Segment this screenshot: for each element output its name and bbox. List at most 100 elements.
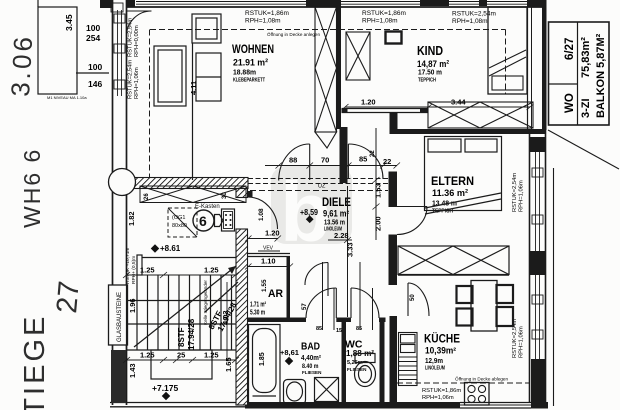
- svg-text:8.40 m: 8.40 m: [302, 363, 319, 370]
- svg-text:100: 100: [86, 23, 100, 33]
- svg-text:LINOLEUM: LINOLEUM: [425, 366, 445, 372]
- svg-text:DIELE: DIELE: [322, 197, 351, 209]
- svg-text:RPH+ (0,5)m: RPH+ (0,5)m: [131, 256, 137, 284]
- svg-text:+8.61: +8.61: [160, 244, 181, 253]
- svg-text:4,40m²: 4,40m²: [301, 353, 321, 362]
- svg-text:b: b: [280, 165, 331, 259]
- svg-text:RPH=0,00m: RPH=0,00m: [134, 25, 140, 57]
- svg-text:4.11: 4.11: [189, 81, 198, 95]
- svg-text:85: 85: [316, 326, 322, 332]
- svg-text:WH6 6: WH6 6: [19, 148, 45, 228]
- svg-text:RSTUK +10,71m: RSTUK +10,71m: [125, 248, 131, 284]
- svg-text:Öffnung in Decke ablegen: Öffnung in Decke ablegen: [455, 376, 508, 382]
- svg-text:Öffnung in Decke anlegen: Öffnung in Decke anlegen: [267, 31, 320, 37]
- svg-text:5.30 m: 5.30 m: [250, 310, 265, 317]
- svg-text:27: 27: [51, 280, 86, 315]
- svg-text:2.00: 2.00: [374, 216, 383, 231]
- svg-text:FLIESEN: FLIESEN: [302, 370, 322, 375]
- svg-text:KLEBEPARKETT: KLEBEPARKETT: [233, 78, 265, 84]
- svg-text:1.43: 1.43: [128, 363, 137, 378]
- svg-text:17.50 m: 17.50 m: [418, 70, 442, 77]
- svg-text:1.55: 1.55: [261, 279, 268, 292]
- svg-text:WC: WC: [345, 339, 363, 351]
- svg-text:3-ZI: 3-ZI: [580, 98, 592, 118]
- svg-text:3.33: 3.33: [346, 242, 355, 257]
- svg-text:+7.175: +7.175: [152, 383, 179, 393]
- svg-text:88: 88: [289, 156, 297, 165]
- svg-text:1.20: 1.20: [361, 98, 376, 107]
- svg-text:2.28: 2.28: [334, 231, 349, 240]
- svg-text:15: 15: [336, 328, 342, 334]
- svg-text:TEPPICH: TEPPICH: [432, 209, 453, 215]
- svg-text:M1 NIVEAU MA 1.10a: M1 NIVEAU MA 1.10a: [47, 95, 87, 100]
- svg-text:RPH=1,08m: RPH=1,08m: [362, 18, 398, 25]
- svg-text:21.91 m²: 21.91 m²: [233, 58, 268, 69]
- svg-text:8STF: 8STF: [177, 327, 186, 347]
- svg-text:9,61 m²: 9,61 m²: [323, 209, 349, 219]
- svg-text:ÜZ: ÜZ: [318, 183, 326, 190]
- svg-text:FLIESEN: FLIESEN: [347, 367, 367, 372]
- svg-text:26: 26: [144, 193, 150, 200]
- svg-text:1.25: 1.25: [204, 351, 219, 360]
- svg-text:3.45: 3.45: [64, 14, 74, 31]
- svg-text:BAD: BAD: [301, 342, 320, 353]
- svg-text:RSTUK=1,86m: RSTUK=1,86m: [422, 388, 461, 394]
- svg-text:80x80: 80x80: [172, 223, 187, 229]
- svg-text:VEV: VEV: [263, 246, 274, 252]
- svg-text:WOHNEN: WOHNEN: [232, 42, 274, 56]
- svg-text:1.08: 1.08: [258, 208, 265, 221]
- svg-text:RPH=1,08m: RPH=1,08m: [245, 18, 281, 25]
- svg-text:GLASBAUSTEINE: GLASBAUSTEINE: [117, 292, 123, 342]
- svg-text:70: 70: [321, 156, 329, 165]
- svg-text:100: 100: [88, 62, 102, 72]
- svg-text:WO: WO: [564, 93, 576, 113]
- svg-text:AR: AR: [268, 288, 283, 300]
- svg-text:22: 22: [370, 150, 376, 157]
- svg-text:RPH=1,08m: RPH=1,08m: [452, 18, 488, 25]
- svg-text:22: 22: [383, 157, 391, 166]
- svg-text:14,87 m²: 14,87 m²: [417, 59, 449, 70]
- svg-text:RSTUK=2,54m: RSTUK=2,54m: [128, 60, 134, 99]
- svg-text:11.36 m²: 11.36 m²: [432, 188, 468, 199]
- svg-text:254: 254: [86, 33, 100, 43]
- svg-text:17.94/28: 17.94/28: [187, 318, 196, 350]
- svg-text:18.88m: 18.88m: [233, 70, 256, 77]
- svg-text:ELTERN: ELTERN: [431, 174, 474, 188]
- svg-text:BALKON 5,87M²: BALKON 5,87M²: [595, 33, 607, 118]
- svg-text:1.71 m²: 1.71 m²: [250, 302, 266, 309]
- svg-text:1.25: 1.25: [140, 266, 155, 275]
- svg-text:1.65: 1.65: [224, 357, 233, 372]
- svg-text:1.10: 1.10: [261, 257, 276, 266]
- svg-text:RSTUK=1,86m: RSTUK=1,86m: [245, 10, 289, 17]
- svg-text:E-Kasten: E-Kasten: [195, 204, 220, 210]
- svg-text:57: 57: [302, 303, 308, 310]
- svg-text:+8,61: +8,61: [280, 348, 299, 357]
- svg-text:RSTUK=2,54m: RSTUK=2,54m: [128, 18, 134, 57]
- svg-text:Kelle Stiegengeländer: Kelle Stiegengeländer: [203, 280, 208, 325]
- svg-text:1.85: 1.85: [259, 352, 266, 366]
- svg-text:+8,59: +8,59: [300, 208, 318, 217]
- svg-text:1.82: 1.82: [127, 211, 136, 226]
- svg-text:RPH=1,06m: RPH=1,06m: [519, 180, 525, 212]
- svg-text:RPH=1,06m: RPH=1,06m: [519, 326, 525, 358]
- svg-text:13.48 m: 13.48 m: [432, 199, 457, 208]
- svg-text:6/27: 6/27: [564, 38, 576, 60]
- svg-text:146: 146: [88, 79, 102, 89]
- svg-text:TEPPICH: TEPPICH: [418, 78, 436, 84]
- svg-text:1.53: 1.53: [374, 183, 383, 198]
- svg-text:RPH=1,06m: RPH=1,06m: [422, 395, 454, 401]
- svg-text:RPH=1,06m: RPH=1,06m: [134, 67, 140, 99]
- svg-text:1.96: 1.96: [128, 298, 137, 313]
- svg-text:1.25: 1.25: [140, 351, 155, 360]
- svg-text:25: 25: [177, 351, 185, 360]
- svg-text:KÜCHE: KÜCHE: [424, 333, 460, 346]
- svg-text:4.03: 4.03: [221, 310, 230, 325]
- svg-text:3.44: 3.44: [451, 98, 466, 107]
- svg-text:75,83m²: 75,83m²: [580, 37, 592, 78]
- svg-text:50: 50: [410, 294, 416, 301]
- svg-text:13.56 m: 13.56 m: [324, 220, 345, 227]
- svg-text:LINOLEUM: LINOLEUM: [324, 227, 342, 233]
- svg-text:1.25: 1.25: [204, 266, 219, 275]
- svg-text:10,39m²: 10,39m²: [425, 346, 456, 356]
- svg-text:85: 85: [356, 326, 362, 332]
